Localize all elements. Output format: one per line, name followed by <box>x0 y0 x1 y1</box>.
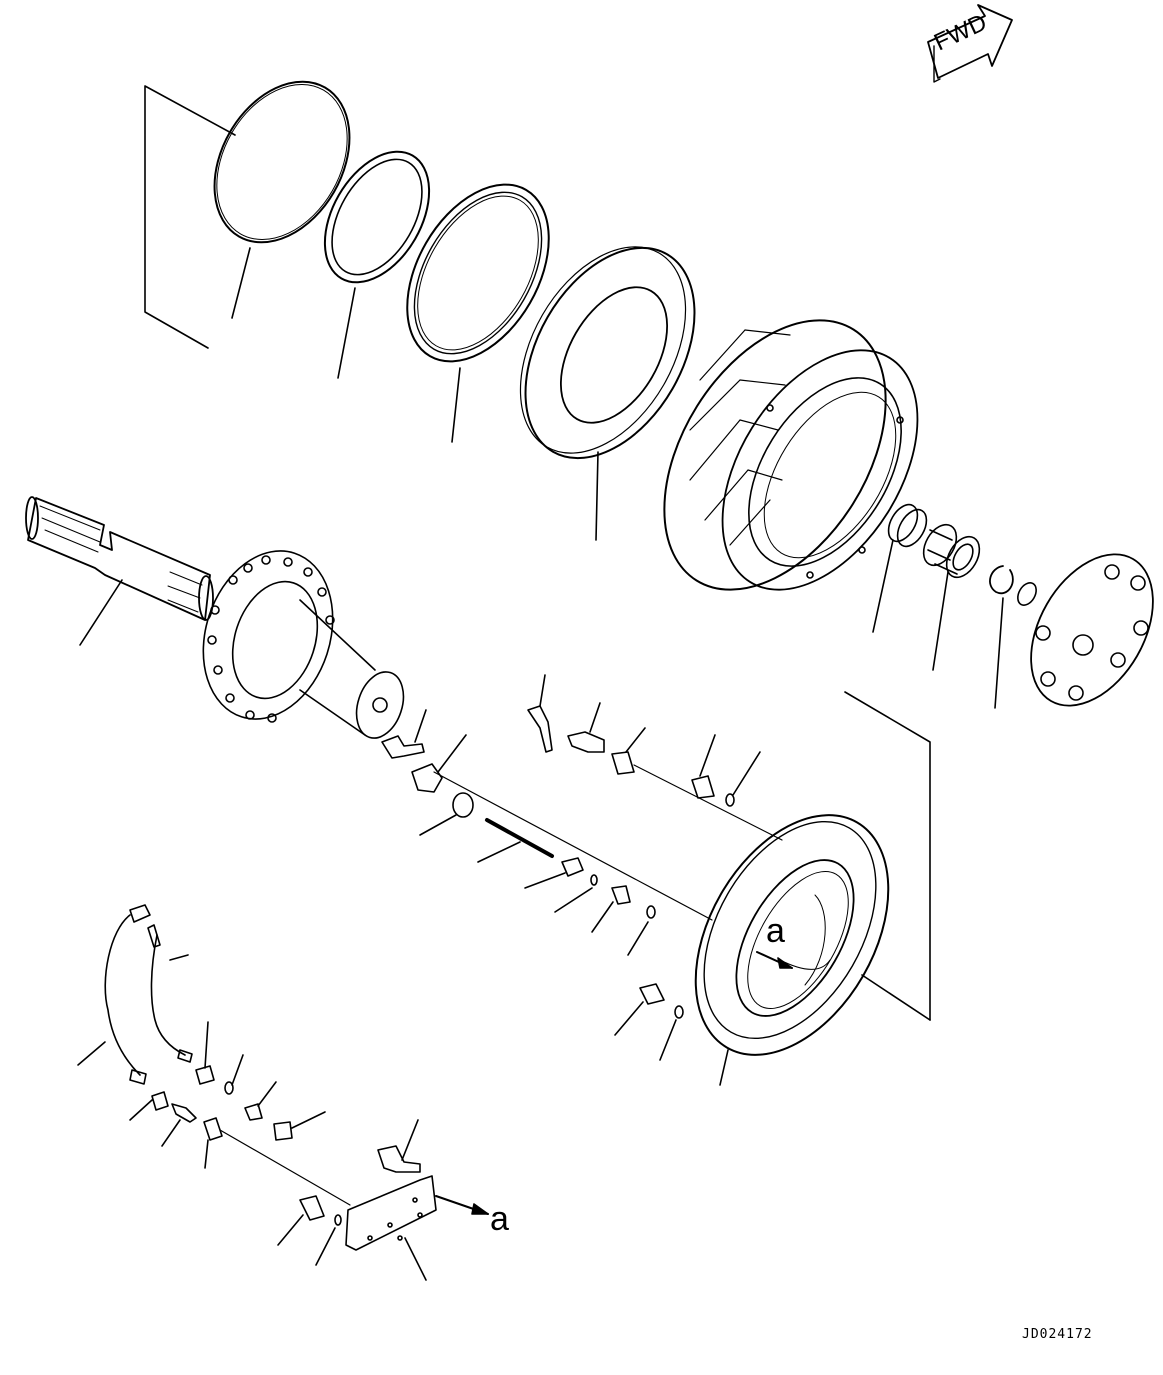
detail-a-pointer <box>435 1195 489 1215</box>
ring-gear-drum <box>663 319 919 591</box>
wheel-hub <box>202 550 405 739</box>
o-ring-large <box>213 80 351 244</box>
sensor-harness <box>104 904 193 1085</box>
leader-lines <box>77 247 1004 1281</box>
seal-ring <box>323 150 431 284</box>
assembly-axis-lines <box>433 764 783 921</box>
detail-label-a: a <box>766 912 785 950</box>
detail-arrow-label-a: a <box>490 1200 509 1238</box>
needle-bearing <box>922 523 981 579</box>
thrust-washer <box>1017 582 1037 606</box>
axle-shaft <box>25 496 214 621</box>
drawing-code: JD024172 <box>1022 1327 1093 1342</box>
detail-a-arrow <box>756 951 793 969</box>
mounting-bracket <box>345 1175 437 1251</box>
snap-ring <box>989 565 1014 595</box>
fwd-arrow-icon <box>927 4 1013 83</box>
group-bracket-top <box>144 85 236 349</box>
group-bracket-right <box>844 691 931 1021</box>
small-parts-bottom <box>151 1065 421 1226</box>
fittings-cluster <box>381 705 735 1019</box>
brake-housing <box>694 814 890 1056</box>
planet-carrier-cover <box>1030 553 1154 707</box>
thrust-plate <box>519 246 696 460</box>
bearing-race <box>406 183 550 363</box>
